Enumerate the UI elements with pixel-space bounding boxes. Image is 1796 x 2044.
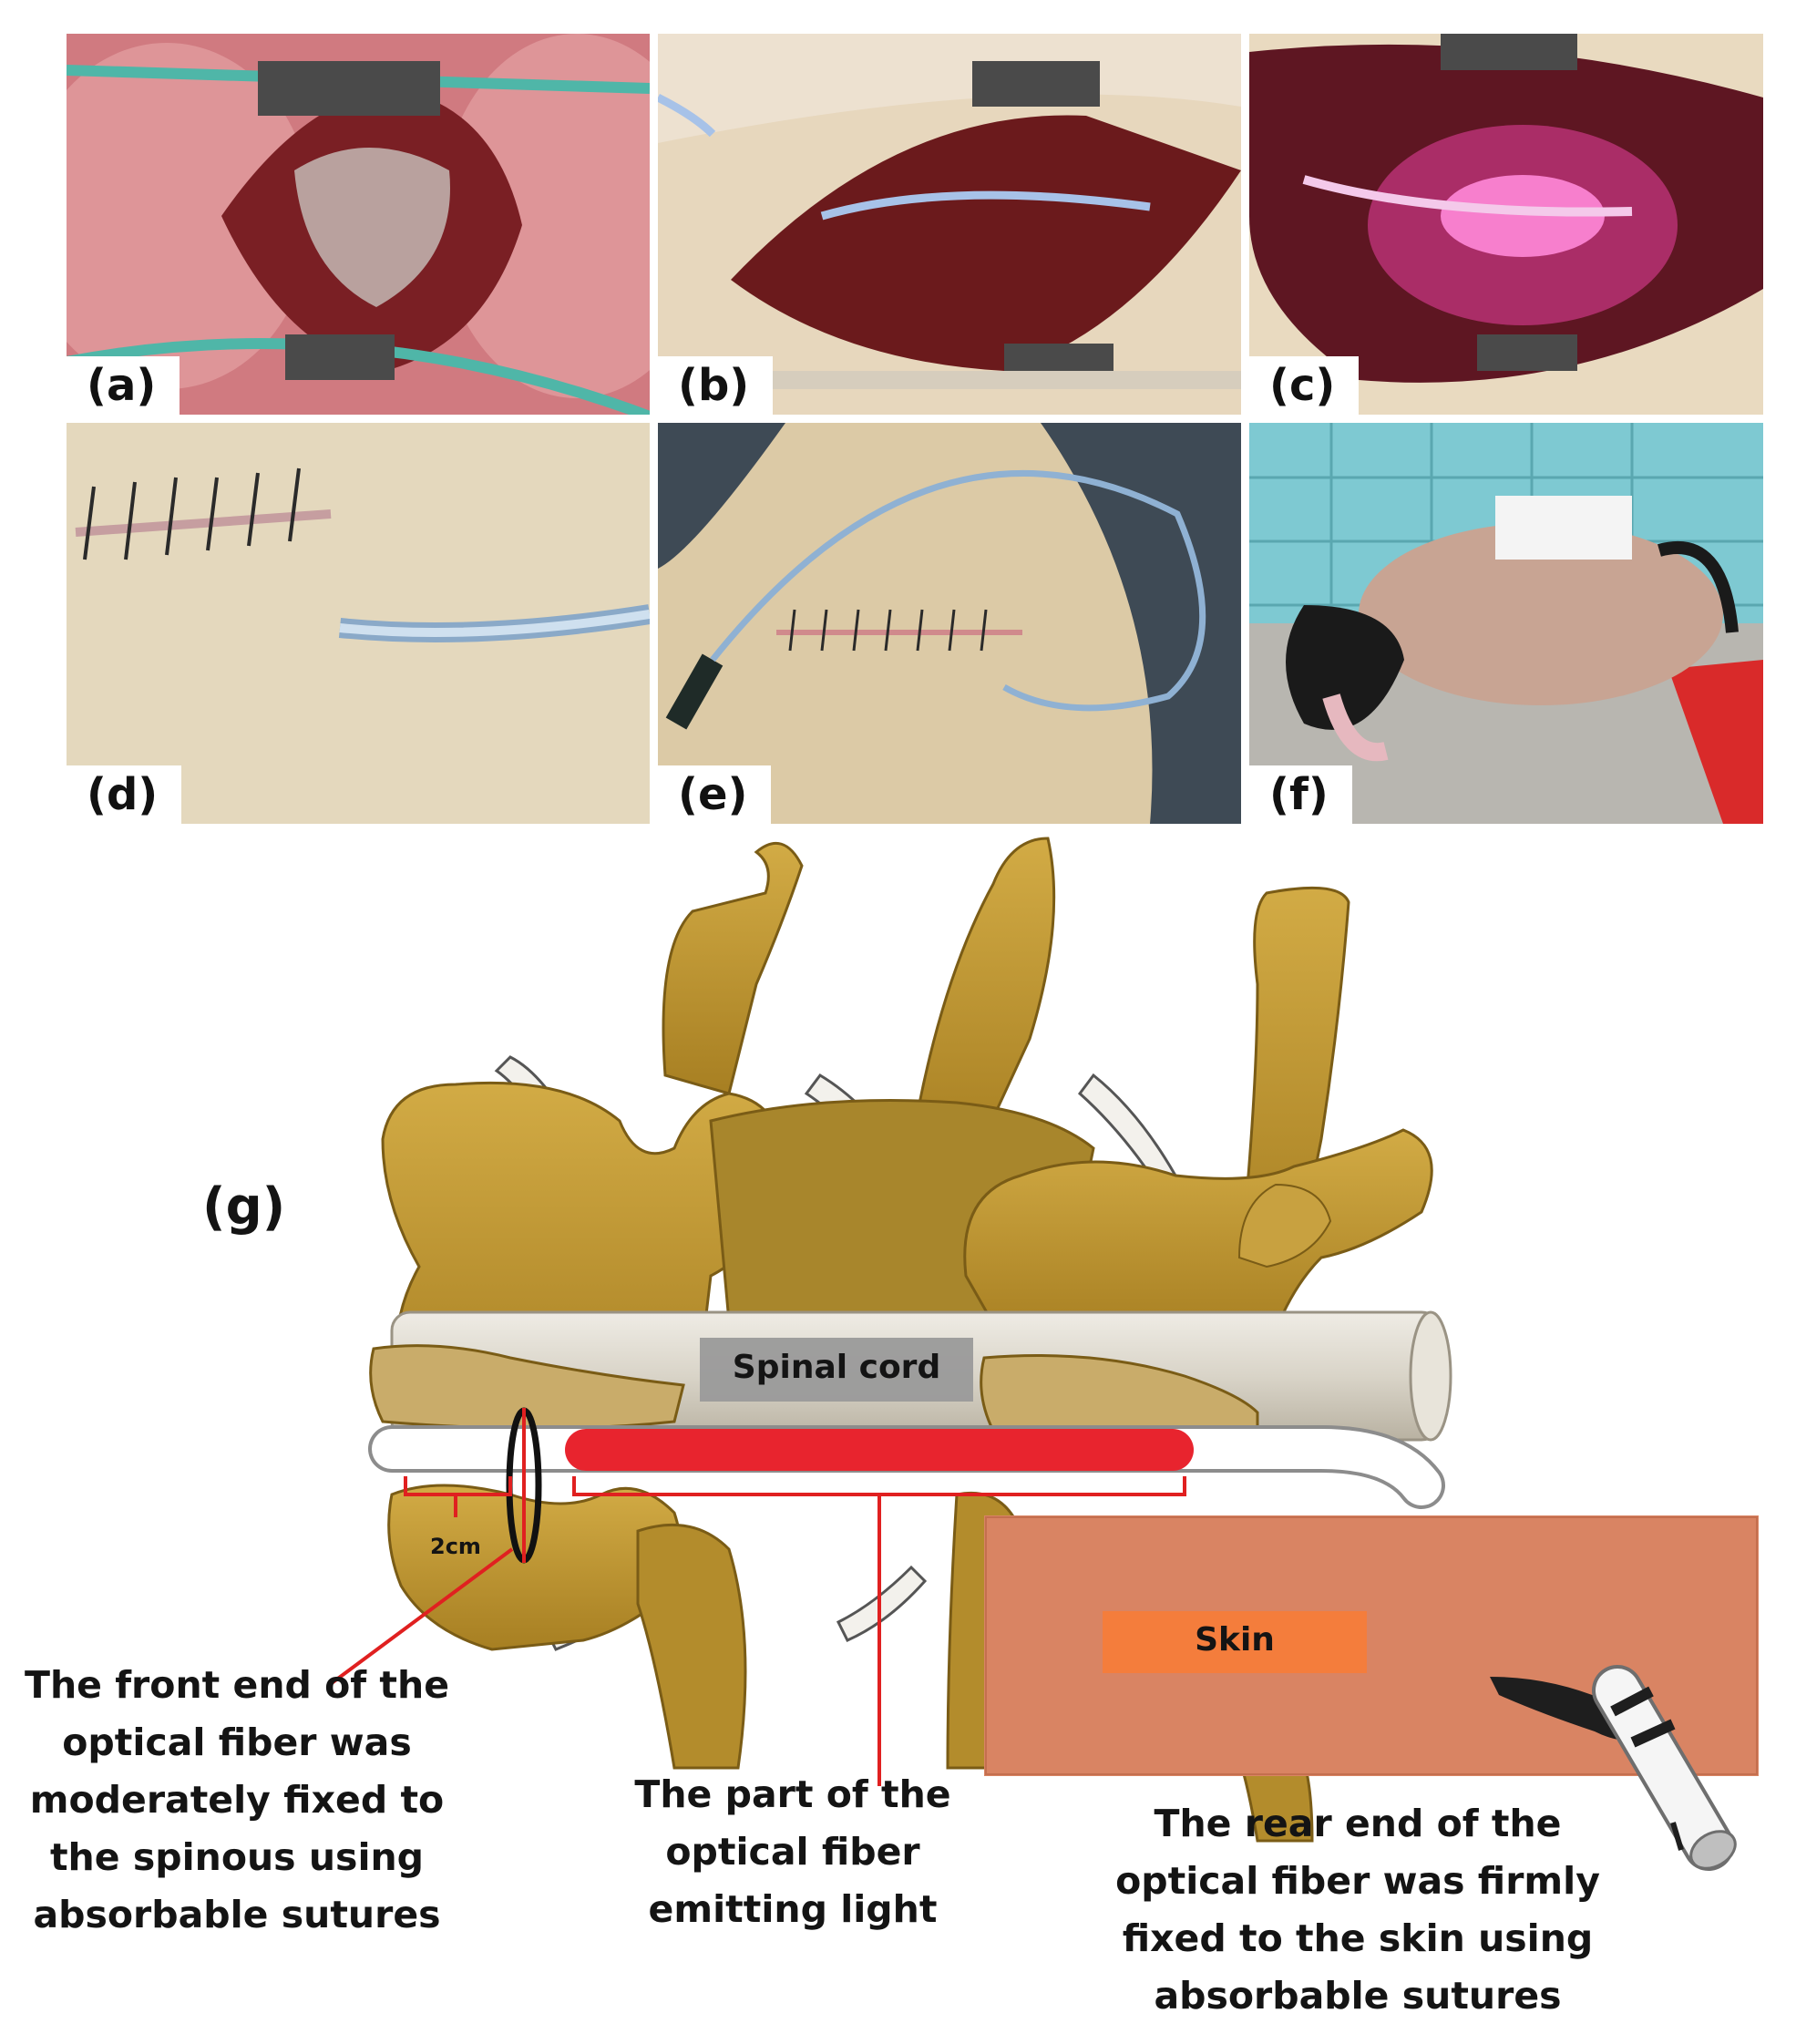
panel-label-c: (c): [1249, 356, 1360, 415]
sutured-skin-photo: [67, 423, 650, 824]
spinous-process-2: [909, 837, 1056, 1159]
caption-front-line-5: absorbable sutures: [33, 1893, 441, 1936]
fiber-outside-skin-photo: [658, 423, 1241, 824]
caption-middle-line-1: The part of the: [634, 1772, 951, 1816]
caption-front-line-4: the spinous using: [49, 1835, 425, 1879]
skin-label: Skin: [1195, 1620, 1275, 1659]
photo-panel-f: (f): [1249, 423, 1763, 824]
optical-fiber: [372, 1429, 1442, 1505]
caption-front-end: The front end of the optical fiber was m…: [9, 1657, 465, 1944]
caption-rear-line-3: fixed to the skin using: [1122, 1916, 1594, 1960]
spinous-process-1: [662, 842, 804, 1095]
caption-rear-line-1: The rear end of the: [1154, 1802, 1562, 1845]
spinal-cord-label-box: [700, 1338, 973, 1402]
caption-rear-line-2: optical fiber was firmly: [1115, 1859, 1600, 1903]
front-end-leader-line: [326, 1547, 514, 1688]
caption-middle-line-2: optical fiber: [665, 1830, 920, 1874]
photo-panel-a: (a): [67, 34, 650, 415]
caption-rear-line-4: absorbable sutures: [1154, 1974, 1562, 2018]
spinal-cord-label: Spinal cord: [732, 1348, 941, 1386]
caption-middle-line-3: emitting light: [648, 1887, 938, 1931]
photo-panel-c: (c): [1249, 34, 1763, 415]
caption-front-line-2: optical fiber was: [62, 1720, 412, 1764]
vertebra-3: [963, 1128, 1433, 1341]
photo-panel-d: (d): [67, 423, 650, 824]
panel-label-a: (a): [67, 356, 180, 415]
panel-label-e: (e): [658, 765, 772, 824]
fiber-rear-end: [1596, 1669, 1730, 1867]
panel-label-b: (b): [658, 356, 774, 415]
surgical-incision-photo: [67, 34, 650, 415]
panel-label-d: (d): [67, 765, 182, 824]
light-emitting-segment: [565, 1429, 1194, 1471]
skin-label-box: [1103, 1611, 1367, 1673]
caption-light-segment: The part of the optical fiber emitting l…: [611, 1766, 975, 1938]
pig-recovery-photo: [1249, 423, 1763, 824]
caption-front-line-1: The front end of the: [24, 1663, 449, 1707]
caption-front-line-3: moderately fixed to: [29, 1778, 445, 1822]
light-emission-photo: [1249, 34, 1763, 415]
diagram-label-g: (g): [202, 1177, 286, 1237]
distance-label: 2cm: [430, 1534, 481, 1559]
panel-label-f: (f): [1249, 765, 1352, 824]
caption-rear-end: The rear end of the optical fiber was fi…: [1075, 1795, 1640, 2025]
photo-panel-e: (e): [658, 423, 1241, 824]
photo-panel-b: (b): [658, 34, 1241, 415]
